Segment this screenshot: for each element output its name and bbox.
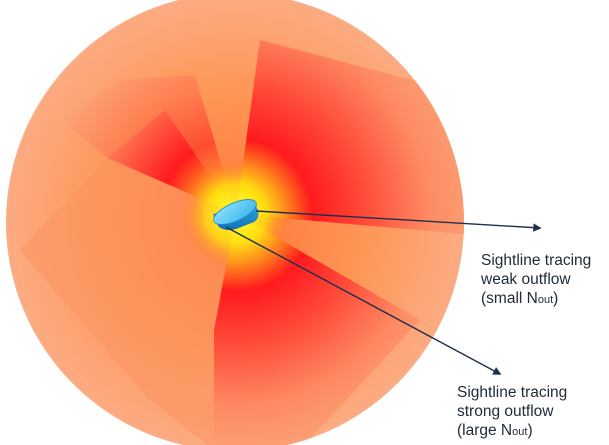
galaxy-disk-top bbox=[213, 199, 257, 225]
strong-label-prefix: (large N bbox=[457, 422, 513, 439]
outflow-cone-lower bbox=[214, 214, 420, 445]
strong-outflow-label: Sightline tracing strong outflow (large … bbox=[457, 383, 567, 442]
strong-label-line1: Sightline tracing bbox=[457, 384, 568, 401]
strong-label-line3: (large Nout) bbox=[457, 421, 567, 442]
sightline-weak-arrow bbox=[255, 210, 542, 232]
weak-outflow-label: Sightline tracing weak outflow (small No… bbox=[481, 251, 591, 310]
weak-label-prefix: (small N bbox=[481, 290, 538, 307]
weak-label-subscript: out bbox=[537, 294, 554, 306]
weak-label-line2: weak outflow bbox=[481, 271, 571, 288]
weak-label-line1: Sightline tracing bbox=[481, 252, 592, 269]
galaxy-disk bbox=[213, 199, 259, 230]
sightline-strong-arrow bbox=[225, 226, 502, 375]
outflow-cone-upper-right bbox=[236, 40, 464, 235]
strong-label-suffix: ) bbox=[527, 422, 533, 439]
strong-label-line2: strong outflow bbox=[457, 403, 554, 420]
strong-label-subscript: out bbox=[512, 426, 528, 438]
weak-label-line3: (small Nout) bbox=[481, 289, 591, 310]
gap-wedge-left bbox=[20, 158, 236, 445]
weak-label-suffix: ) bbox=[553, 290, 559, 307]
